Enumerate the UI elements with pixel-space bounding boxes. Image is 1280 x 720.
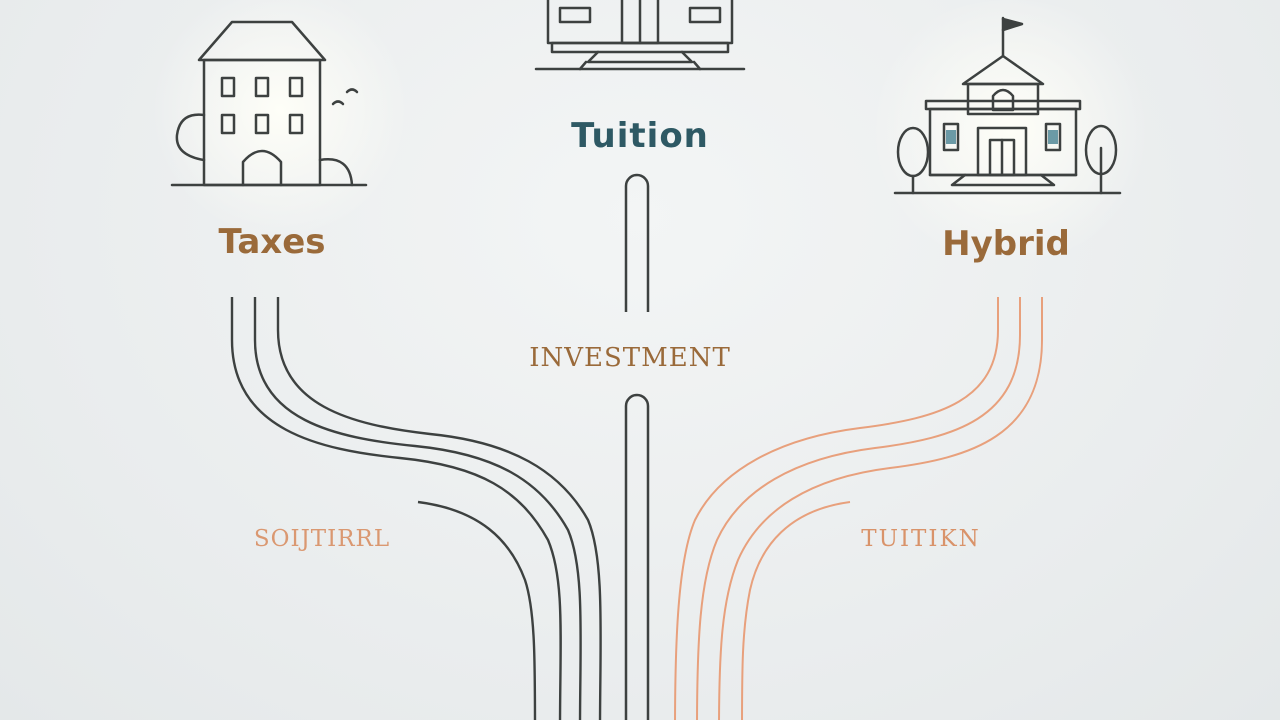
label-right-bottom: TUITIKN bbox=[861, 526, 981, 552]
right-flow-lines bbox=[674, 297, 1043, 720]
center-pipe bbox=[624, 173, 650, 720]
right-building-icon bbox=[893, 16, 1122, 195]
label-investment: INVESTMENT bbox=[529, 343, 731, 373]
label-taxes: Taxes bbox=[218, 222, 326, 262]
left-building-icon bbox=[170, 20, 368, 187]
left-flow-lines bbox=[230, 297, 602, 720]
label-hybrid: Hybrid bbox=[942, 224, 1070, 264]
center-building-icon bbox=[534, 0, 746, 71]
label-tuition: Tuition bbox=[571, 116, 709, 156]
label-left-bottom: SOIJTIRRL bbox=[253, 526, 391, 552]
